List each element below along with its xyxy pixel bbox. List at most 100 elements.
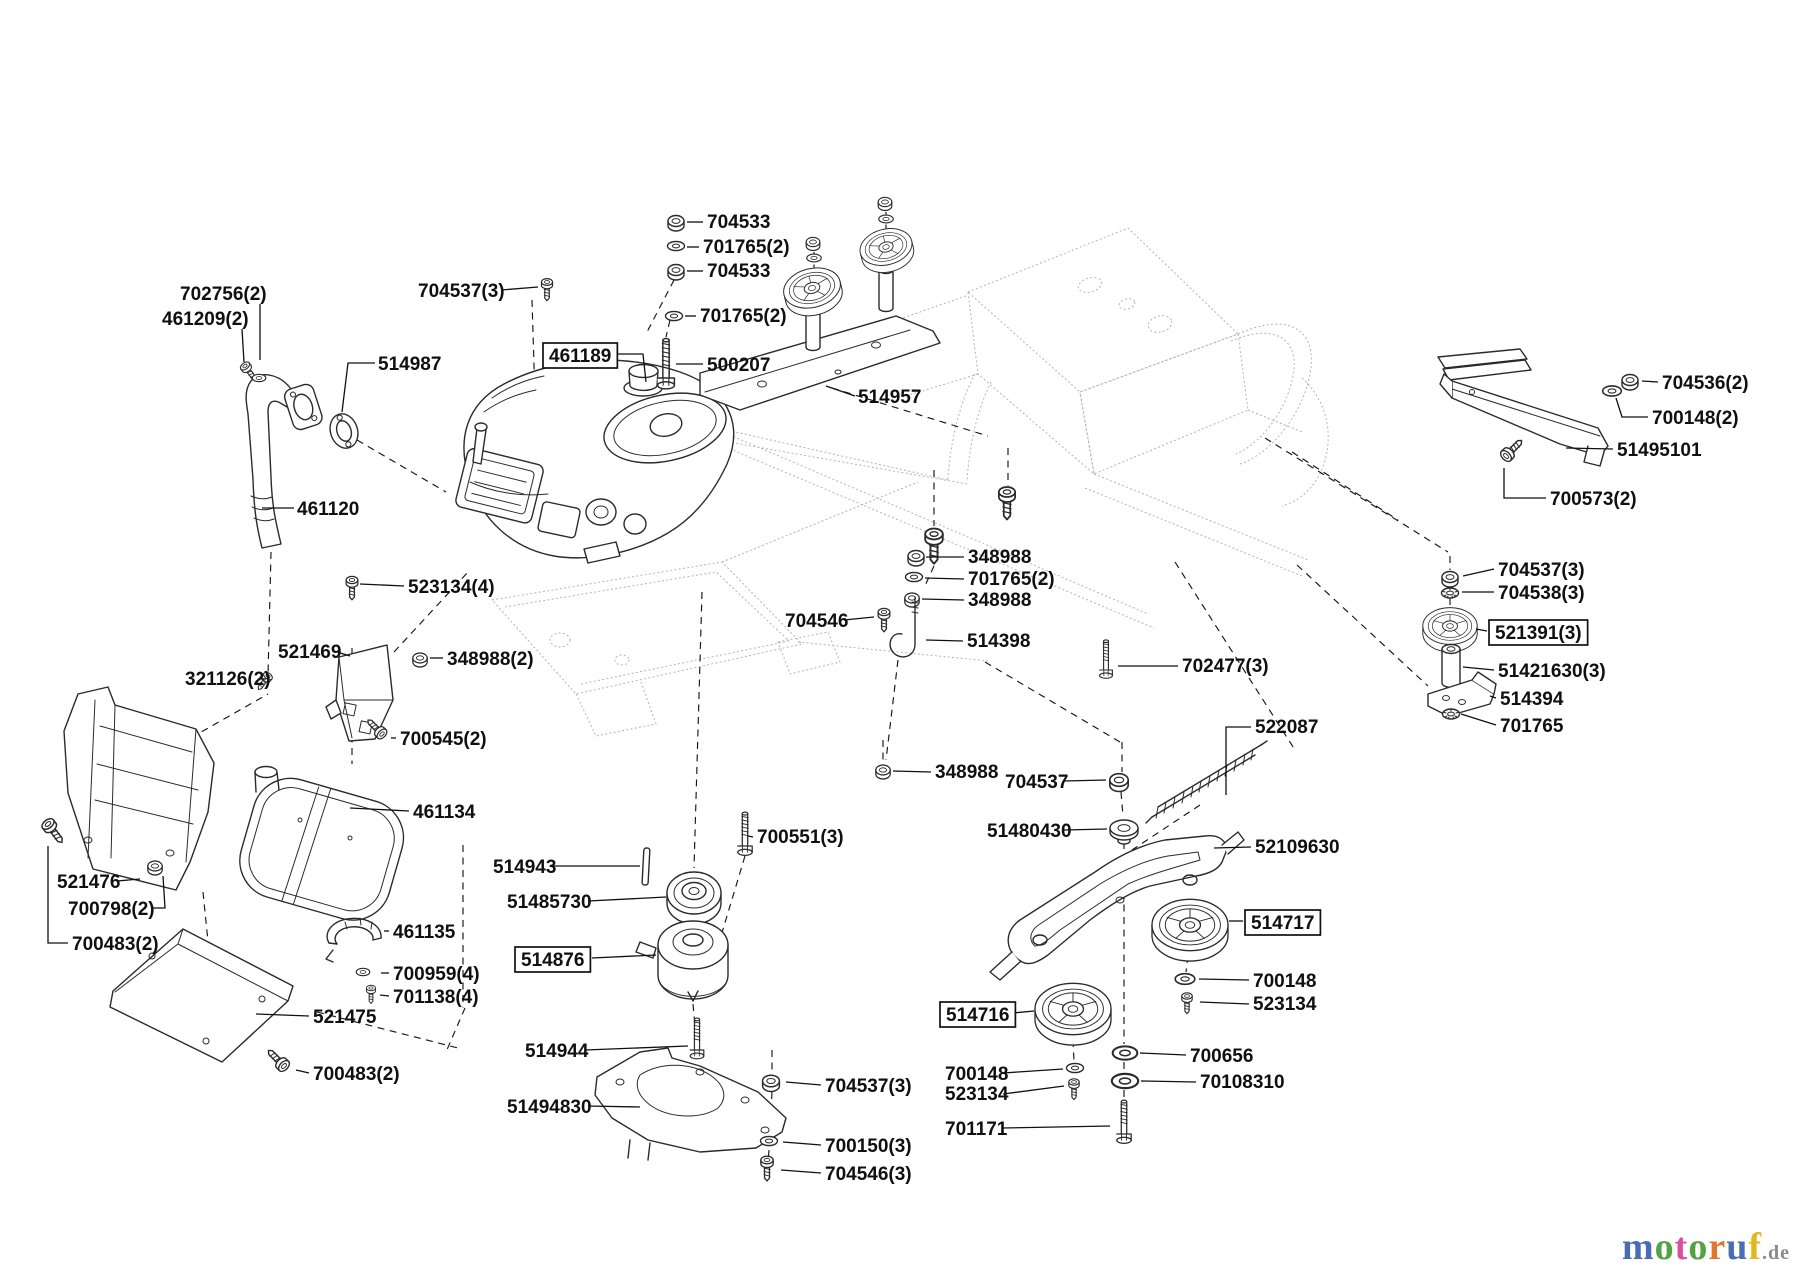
screw-523134-4 [345,575,359,601]
part-label-group: 500207 [676,355,770,376]
part-label: 704536(2) [1662,373,1749,394]
leader-line [500,286,539,291]
leader-line [587,1105,641,1108]
part-label: 704537(3) [1498,560,1585,581]
part-label-group: 514944 [525,1041,689,1062]
part-label: 700798(2) [68,899,155,920]
part-label: 700656 [1190,1046,1253,1067]
part-label-group: 700798(2) [68,875,166,920]
leader-line [782,1141,822,1146]
part-label: 700959(4) [393,964,480,985]
leader-line [747,835,754,838]
part-label: 348988 [968,590,1031,611]
pulley-514716 [1034,982,1112,1046]
washer-700148-r [1174,972,1196,986]
part-label: 461135 [393,922,456,943]
leader-line [1213,846,1252,849]
part-label-group: 700959(4) [381,964,480,985]
washer-700148-m [1065,1062,1085,1074]
leader-line [921,598,965,601]
part-label-group: 514394 [1489,689,1564,710]
part-label-group: 514943 [493,857,640,878]
part-label-group: 461134 [349,802,476,823]
label-box [542,342,619,369]
screw-704546 [877,607,891,633]
part-label: 700148(2) [1652,408,1739,429]
part-label-group: 700545(2) [391,729,487,750]
washer-700148 [1601,385,1623,397]
leader-line [1140,1080,1197,1083]
screw-701138 [365,984,377,1004]
bolt-700551 [737,811,753,856]
part-label-group: 522087 [1225,717,1318,795]
part-label: 704533 [707,261,770,282]
part-label-group: 704533 [687,212,770,233]
part-label: 704537(3) [418,281,505,302]
muffler-bracket-521469 [254,575,428,742]
part-label-group: 52109630 [1213,837,1340,858]
nut-348988 [875,764,891,780]
part-label: 461134 [413,802,476,823]
part-label: 52109630 [1255,837,1340,858]
part-label-group: 523134 [1199,994,1317,1015]
part-label: 701765 [1500,716,1564,737]
idler-arm-group [989,740,1268,1144]
part-label: 514398 [967,631,1030,652]
part-label: 348988(2) [447,649,534,670]
part-label-group: 700483(2) [47,846,159,955]
flange-gasket [329,413,359,449]
part-label-group: 461209(2) [162,309,249,363]
part-label: 521391(3) [1495,623,1582,644]
leader-line [1002,1125,1111,1129]
washer-700959 [355,967,371,977]
washer-51480430 [1109,819,1139,845]
part-label-group: 702756(2) [180,284,267,360]
part-label: 461189 [549,346,611,367]
part-label: 523134 [1253,994,1317,1015]
engine [455,359,735,564]
part-label: 521475 [313,1007,377,1028]
part-label-group: 461189 [542,342,647,383]
logo-letter: r [1708,1226,1727,1268]
part-label-group: 70108310 [1140,1072,1285,1093]
part-label-group: 521391(3) [1475,619,1589,646]
leader-line [1002,1085,1065,1095]
hardware-center [737,486,1113,856]
part-label-group: 701171 [945,1119,1111,1140]
motoruf-logo: motoruf.de [1622,1228,1790,1266]
part-label: 514944 [525,1041,589,1062]
part-label-group: 51421630(3) [1462,661,1606,682]
washer-700150 [759,1135,779,1147]
part-label-group: 700148(2) [1615,397,1739,429]
leader-line [924,577,965,580]
air-filter [455,448,544,524]
leader-line [587,896,667,902]
leader-line [295,1069,310,1074]
pulley-group-521391 [1422,570,1497,720]
part-label: 514957 [858,387,921,408]
j-bolt-514398 [889,597,916,658]
leader-line [1225,726,1251,795]
part-label: 704537 [1005,772,1068,793]
part-label-group: 514987 [341,354,441,413]
part-label: 51485730 [507,892,592,913]
part-label-group: 51495101 [1565,440,1702,461]
leader-line [843,616,875,621]
part-label: 521476 [57,872,120,893]
part-label-group: 700551(3) [747,827,844,848]
leader-line [1002,1068,1064,1074]
part-label-group: 704536(2) [1641,373,1749,394]
part-label: 514876 [521,950,584,971]
part-label: 523134 [945,1084,1009,1105]
leader-line [47,846,68,944]
part-label: 704546 [785,611,848,632]
leader-line [1565,447,1614,450]
leader-line [1615,397,1648,418]
leader-line [780,1169,822,1174]
label-box [514,946,592,973]
part-label-group: 700573(2) [1503,468,1637,510]
part-label: 702756(2) [180,284,267,305]
part-label-group: 348988(2) [430,649,534,670]
leader-line [1012,1010,1035,1014]
spring-522087 [1145,740,1268,824]
